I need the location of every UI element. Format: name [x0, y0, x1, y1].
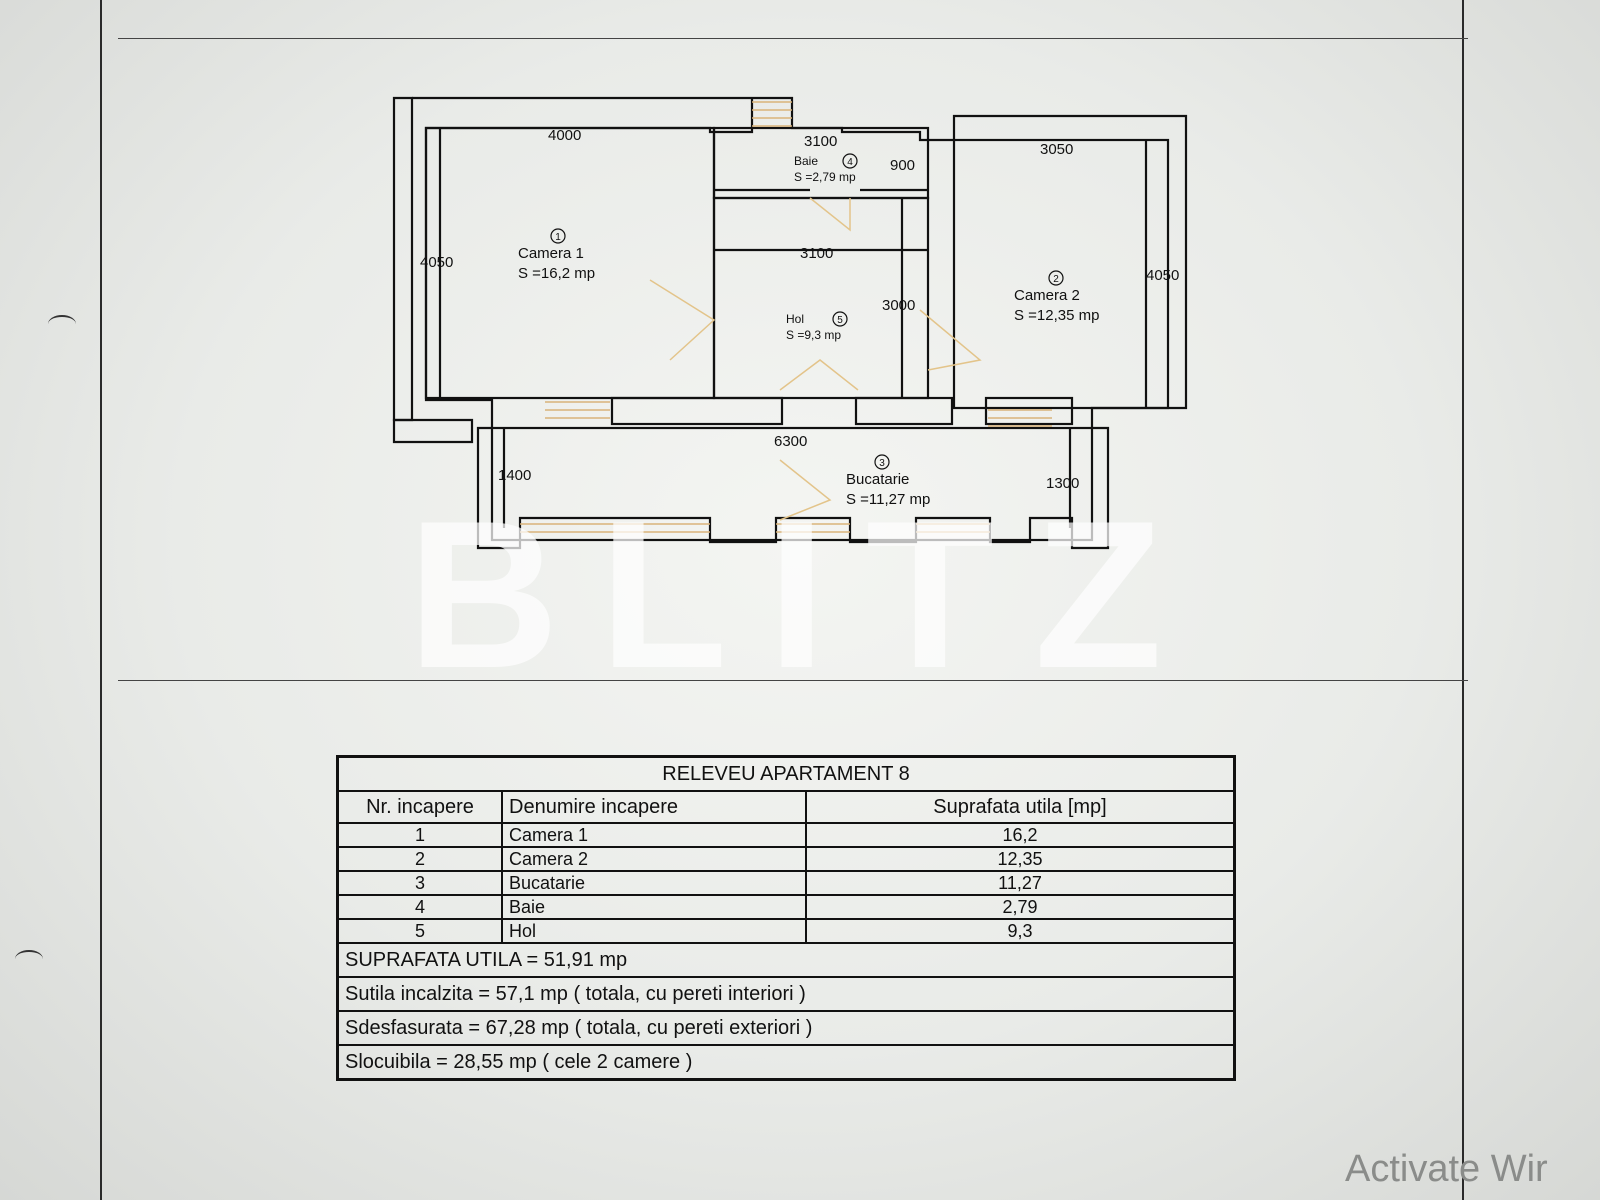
releveu-table: RELEVEU APARTAMENT 8 Nr. incapere Denumi… [336, 755, 1236, 1081]
room-name: Camera 2 [1014, 287, 1080, 304]
cell-nr: 2 [336, 846, 503, 872]
table-row: 2 Camera 2 12,35 [336, 846, 1236, 872]
cell-nr: 3 [336, 870, 503, 896]
sheet-divider-rule [118, 680, 1468, 681]
room-area: S =16,2 mp [518, 265, 595, 282]
room-number: 5 [837, 315, 843, 326]
room-area: S =11,27 mp [846, 491, 930, 508]
watermark: BLITZ [407, 477, 1203, 712]
edge-mark [48, 315, 76, 333]
dimension-labels: 4000 4050 3100 900 3100 3000 3050 4050 6… [420, 127, 1179, 492]
table-title: RELEVEU APARTAMENT 8 [336, 755, 1236, 792]
room-label-camera2: 2 Camera 2 S =12,35 mp [1014, 270, 1099, 324]
room-label-hol: 5 Hol S =9,3 mp [786, 311, 848, 342]
dim-camera1-height: 4050 [420, 254, 453, 271]
door-swings [649, 197, 982, 521]
cell-area: 12,35 [805, 846, 1236, 872]
dim-bucatarie-right: 1300 [1046, 475, 1079, 492]
table-row: 1 Camera 1 16,2 [336, 822, 1236, 848]
floor-plan: 1 Camera 1 S =16,2 mp 2 Camera 2 S =12,3… [392, 96, 1188, 550]
room-number: 1 [555, 232, 561, 243]
summary-slocuibila: Slocuibila = 28,55 mp ( cele 2 camere ) [336, 1044, 1236, 1081]
dim-baie-width: 3100 [804, 133, 837, 150]
room-number: 4 [847, 157, 853, 168]
dim-camera1-width: 4000 [548, 127, 581, 144]
room-label-bucatarie: 3 Bucatarie S =11,27 mp [846, 454, 930, 508]
cell-nr: 4 [336, 894, 503, 920]
dim-camera2-width: 3050 [1040, 141, 1073, 158]
cell-name: Hol [501, 918, 807, 944]
header-area: Suprafata utila [mp] [805, 790, 1236, 824]
room-label-baie: 4 Baie S =2,79 mp [794, 153, 858, 184]
edge-mark [15, 950, 43, 968]
header-nr: Nr. incapere [336, 790, 503, 824]
cell-name: Camera 2 [501, 846, 807, 872]
summary-sutila-incalzita: Sutila incalzita = 57,1 mp ( totala, cu … [336, 976, 1236, 1012]
cell-nr: 1 [336, 822, 503, 848]
room-name: Bucatarie [846, 471, 909, 488]
table-row: 5 Hol 9,3 [336, 918, 1236, 944]
cell-area: 2,79 [805, 894, 1236, 920]
cell-name: Bucatarie [501, 870, 807, 896]
dim-baie-depth: 900 [890, 157, 915, 174]
room-area: S =12,35 mp [1014, 307, 1099, 324]
dim-camera2-height: 4050 [1146, 267, 1179, 284]
room-label-camera1: 1 Camera 1 S =16,2 mp [518, 228, 595, 282]
cell-name: Camera 1 [501, 822, 807, 848]
dim-hol-width: 3100 [800, 245, 833, 262]
room-number: 2 [1053, 274, 1059, 285]
table-row: 4 Baie 2,79 [336, 894, 1236, 920]
dim-bucatarie-left: 1400 [498, 467, 531, 484]
cell-area: 11,27 [805, 870, 1236, 896]
header-name: Denumire incapere [501, 790, 807, 824]
room-name: Camera 1 [518, 245, 584, 262]
room-number: 3 [879, 458, 885, 469]
cell-name: Baie [501, 894, 807, 920]
dim-hol-height: 3000 [882, 297, 915, 314]
cell-nr: 5 [336, 918, 503, 944]
document-sheet [100, 0, 1464, 1200]
window-hatches [520, 101, 1052, 533]
cell-area: 16,2 [805, 822, 1236, 848]
summary-sdesfasurata: Sdesfasurata = 67,28 mp ( totala, cu per… [336, 1010, 1236, 1046]
activate-windows-watermark: Activate Wir [1345, 1148, 1548, 1190]
room-name: Baie [794, 154, 818, 168]
room-area: S =9,3 mp [786, 328, 841, 342]
cell-area: 9,3 [805, 918, 1236, 944]
room-name: Hol [786, 312, 804, 326]
table-row: 3 Bucatarie 11,27 [336, 870, 1236, 896]
room-area: S =2,79 mp [794, 170, 856, 184]
dim-bucatarie-width: 6300 [774, 433, 807, 450]
summary-suprafata-utila: SUPRAFATA UTILA = 51,91 mp [336, 942, 1236, 978]
plan-walls [392, 96, 1188, 550]
sheet-top-rule [118, 38, 1468, 39]
